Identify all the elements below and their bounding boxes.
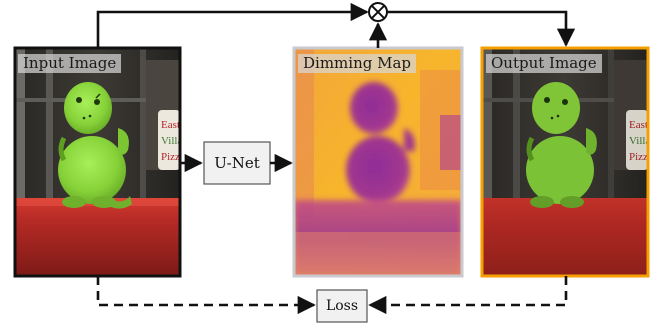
sign-text-1: East [629, 119, 648, 131]
sign-cup [626, 110, 648, 170]
loss-label: Loss [325, 298, 359, 314]
unet-label: U-Net [214, 154, 260, 172]
arrow-output-to-loss [368, 276, 568, 315]
arrow-input-to-loss [96, 276, 316, 315]
multiply-circle-icon [368, 2, 388, 22]
output-image-panel: East Villa Pizz [482, 48, 650, 276]
arrow-input-to-multiply [96, 2, 369, 48]
sign-text-3: Pizz [629, 151, 648, 163]
sign-text-2: Villa [629, 135, 650, 147]
input-image-label: Input Image [18, 54, 122, 73]
sign-text-2: Villa [161, 135, 182, 147]
arrows [96, 2, 576, 315]
loss-box [316, 289, 368, 323]
dimming-map-panel [294, 48, 462, 276]
arrow-multiply-to-output [387, 10, 576, 47]
dino-figure [58, 82, 132, 209]
input-image-panel: East Villa Pizz [15, 48, 182, 276]
output-image-label: Output Image [486, 54, 602, 73]
dimming-map-label: Dimming Map [298, 54, 417, 73]
dino-figure [526, 82, 597, 208]
sign-text-1: East [161, 119, 180, 131]
sign-cup [158, 110, 180, 170]
sign-text-3: Pizz [161, 151, 180, 163]
